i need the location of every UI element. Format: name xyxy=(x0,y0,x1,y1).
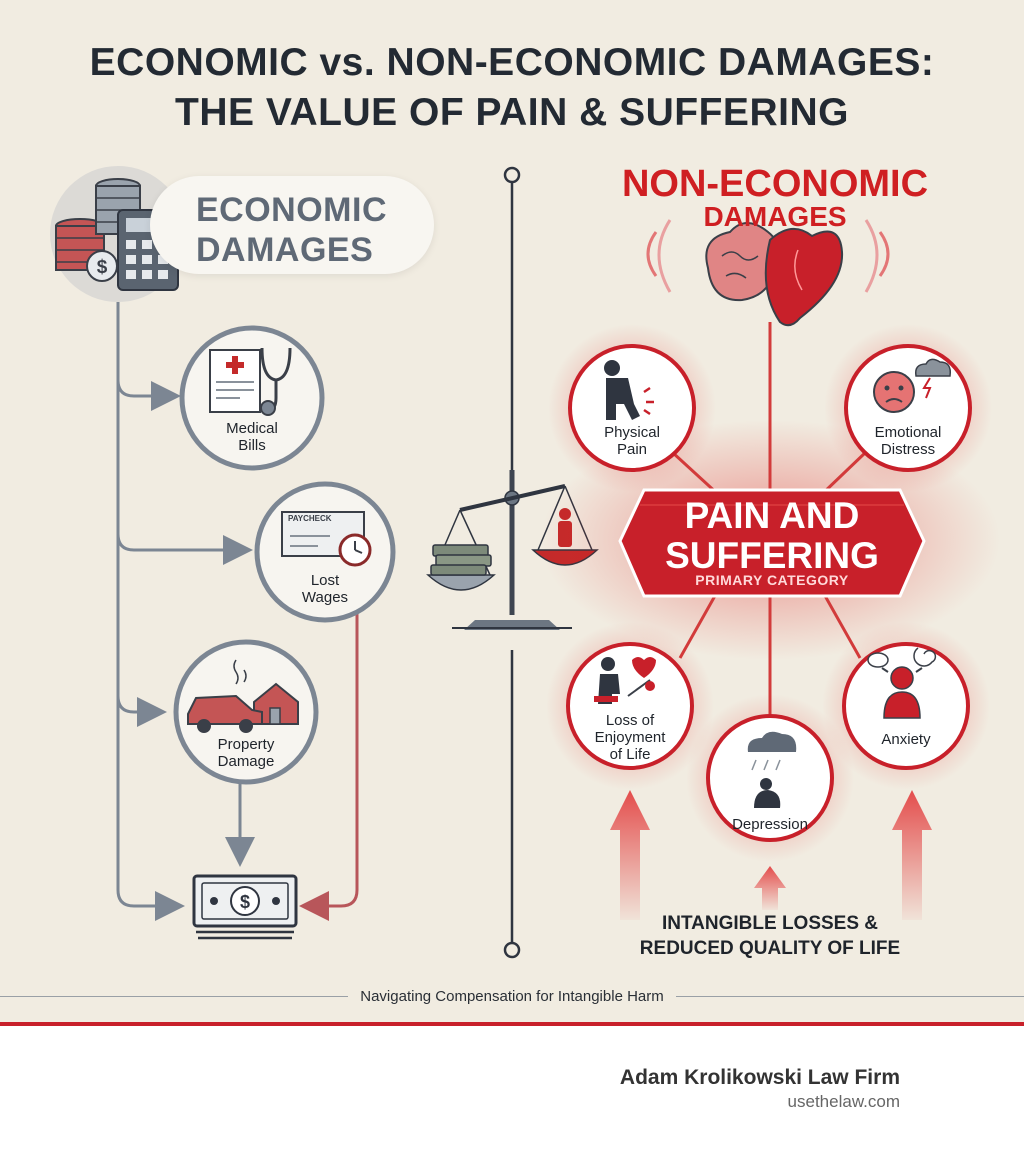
title-line-1: ECONOMIC vs. NON-ECONOMIC DAMAGES: xyxy=(89,41,935,84)
footer xyxy=(0,1026,1024,1154)
paycheck-label: PAYCHECK xyxy=(288,514,332,523)
economic-heading: ECONOMIC DAMAGES xyxy=(196,190,426,270)
physical-pain-label-line-2: Pain xyxy=(616,441,648,458)
svg-text:$: $ xyxy=(97,257,108,278)
anxiety-label: Anxiety xyxy=(881,731,931,748)
non-economic-heading-line-2: DAMAGES xyxy=(703,201,847,232)
property-damage-label-line-2: Damage xyxy=(217,753,275,770)
medical-bills-label: Medical Bills xyxy=(202,420,302,454)
emotional-distress-label-line-2: Distress xyxy=(880,441,936,458)
intangible-arrows xyxy=(610,790,932,920)
lost-wages-label-line-2: Wages xyxy=(301,589,349,606)
pain-suffering-title-line-2: SUFFERING xyxy=(665,535,879,576)
loss-of-enjoyment-label-line-1: Loss of xyxy=(605,712,655,729)
money-icon: $ xyxy=(192,874,298,940)
economic-heading-badge xyxy=(150,176,434,274)
caption: Navigating Compensation for Intangible H… xyxy=(0,988,1024,1005)
economic-heading-line-1: ECONOMIC xyxy=(196,191,387,229)
emotional-distress-label-line-1: Emotional xyxy=(874,424,942,441)
pain-suffering-badge: PAIN AND SUFFERING PRIMARY CATEGORY xyxy=(622,488,922,594)
medical-bills-label-line-1: Medical xyxy=(226,420,278,437)
pain-suffering-badge-shape xyxy=(618,488,926,598)
intangible-losses-line-1: INTANGIBLE LOSSES & xyxy=(661,913,879,934)
loss-of-enjoyment-label: Loss of Enjoyment of Life xyxy=(580,712,680,763)
firm-name: Adam Krolikowski Law Firm xyxy=(619,1066,900,1089)
footer-red-rule xyxy=(0,1022,1024,1026)
primary-category-label: PRIMARY CATEGORY xyxy=(695,572,849,588)
depression-label: Depression xyxy=(732,816,808,833)
lost-wages-node xyxy=(254,481,396,623)
economic-heading-line-2: DAMAGES xyxy=(196,231,374,269)
firm-website[interactable]: usethelaw.com xyxy=(787,1092,900,1111)
brain-heart-icon xyxy=(646,219,890,327)
depression-node xyxy=(686,694,854,862)
caption-text: Navigating Compensation for Intangible H… xyxy=(348,988,676,1005)
emotional-distress-node xyxy=(824,324,992,492)
center-divider xyxy=(503,166,521,959)
loss-of-enjoyment-label-line-2: Enjoyment xyxy=(594,729,666,746)
non-economic-heading-line-1: NON-ECONOMIC xyxy=(621,163,929,205)
intangible-losses-line-2: REDUCED QUALITY OF LIFE xyxy=(639,938,901,959)
physical-pain-label-line-1: Physical xyxy=(604,424,660,441)
intangible-losses-label: INTANGIBLE LOSSES & REDUCED QUALITY OF L… xyxy=(600,911,940,961)
medical-bills-node xyxy=(179,325,325,471)
anxiety-node xyxy=(822,622,990,790)
svg-text:$: $ xyxy=(240,892,250,912)
emotional-distress-label: Emotional Distress xyxy=(858,424,958,458)
physical-pain-node xyxy=(548,324,716,492)
property-damage-label: Property Damage xyxy=(196,736,296,770)
page-title: ECONOMIC vs. NON-ECONOMIC DAMAGES: THE V… xyxy=(0,38,1024,138)
property-damage-node xyxy=(173,639,319,785)
lost-wages-label: Lost Wages xyxy=(275,572,375,606)
property-damage-label-line-1: Property xyxy=(217,736,275,753)
lost-wages-label-line-1: Lost xyxy=(310,572,340,589)
pain-suffering-title: PAIN AND SUFFERING xyxy=(622,496,922,576)
loss-of-enjoyment-node xyxy=(546,622,714,790)
physical-pain-label: Physical Pain xyxy=(582,424,682,458)
economic-flow-lines xyxy=(116,302,255,921)
title-line-2: THE VALUE OF PAIN & SUFFERING xyxy=(175,91,849,134)
loss-of-enjoyment-label-line-3: of Life xyxy=(609,746,651,763)
pain-suffering-title-line-1: PAIN AND xyxy=(684,495,860,536)
lost-wages-flow-line xyxy=(299,614,359,921)
medical-bills-label-line-2: Bills xyxy=(238,437,266,454)
